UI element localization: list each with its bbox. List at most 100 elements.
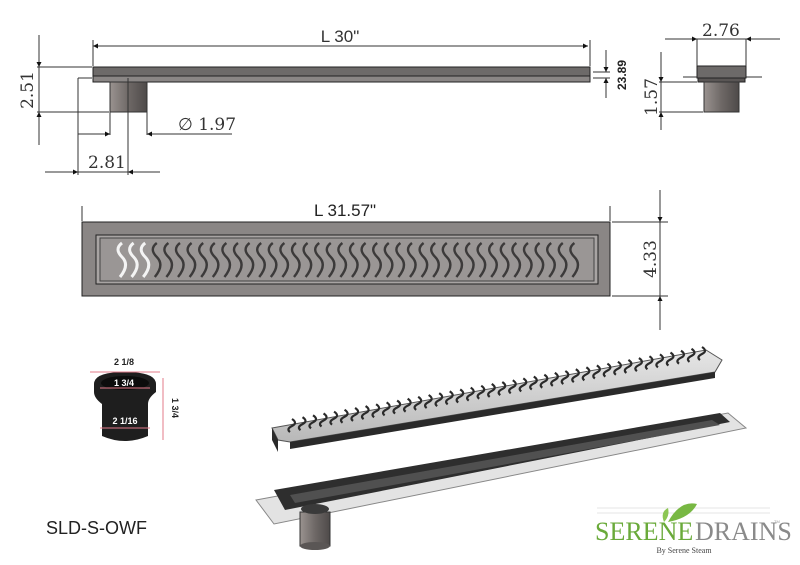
wave-slot [392,399,402,415]
side-view: 2.76 1.57 [642,21,780,130]
wave-slot [430,242,440,278]
grate-3d [271,346,723,452]
wave-slot [371,403,381,419]
wave-slot [686,347,696,363]
logo-text-gray: DRAINS [695,517,792,546]
wave-slot [497,381,507,396]
wave-slot [209,242,220,278]
wave-slot [329,410,339,426]
serene-drains-logo: SERENE DRAINS TM By Serene Steam [595,503,792,555]
plan-view: L 31.57" 4.33 [81,190,668,330]
wave-slot [256,242,266,278]
wave-slot [434,392,444,408]
wave-slot [676,349,686,365]
wave-slot [314,242,324,278]
pipe-height-dimension: 1.57 [642,78,662,116]
wave-slot [186,242,197,278]
wave-slot [381,401,391,417]
wave-slot [499,242,510,278]
wave-slot [550,371,559,387]
wave-slot [445,390,454,406]
wave-slot [560,370,570,385]
wave-slot [464,242,475,278]
wave-slot [339,408,349,424]
plate-thickness-dimension: 23.89 [615,60,629,90]
outlet-diameter-dimension: ∅ 1.97 [178,115,236,135]
wave-slot [139,241,151,278]
wave-slot [634,357,643,372]
wave-slot [413,395,423,411]
wave-slot [476,242,487,278]
wave-slot [406,242,417,278]
wave-slot [557,242,568,278]
wave-slot [529,375,538,391]
wave-slot [279,242,290,278]
wave-slot [644,355,654,371]
wave-slot [267,242,278,278]
channel-3d [255,412,748,550]
wave-slot [395,242,406,278]
wave-slot [383,242,394,278]
front-elevation-view: L 30" 2.51 ∅ 1.97 2.81 23.89 [18,27,629,175]
wave-slot [546,242,556,278]
wave-slot [151,242,162,278]
wave-slot [518,377,528,393]
grate-wave-slots [287,346,707,433]
wave-slot [423,394,433,409]
wave-slot [665,351,675,367]
logo-tagline: By Serene Steam [656,546,712,555]
wave-slot [360,242,371,278]
wave-slot [655,353,665,369]
model-number: SLD-S-OWF [46,518,147,538]
wave-slot [297,416,307,432]
wave-slot [508,379,517,395]
wave-slot [697,346,707,361]
wave-slot [571,368,580,384]
wave-slot [592,364,601,380]
wave-slot [402,397,412,413]
wave-slot [372,242,382,278]
wave-slot-pattern [116,241,580,278]
leaf-icon [668,503,697,522]
wave-slot [511,242,522,278]
trademark: TM [774,519,780,524]
wave-slot [487,383,496,398]
wave-slot [163,242,174,278]
wave-slot [318,412,328,428]
length-dimension: L 30" [321,27,360,46]
bushing-top-outer: 2 1/8 [114,357,134,367]
wave-slot [302,242,313,278]
wave-slot [488,242,498,278]
wave-slot [348,242,359,278]
wave-slot [455,388,465,404]
plan-length-dimension: L 31.57" [314,201,376,220]
wave-slot [539,373,549,389]
height-dimension: 2.51 [18,71,38,109]
wave-slot [290,242,301,278]
wave-slot [581,366,591,382]
wave-slot [308,414,318,430]
wave-slot [244,242,255,278]
wave-slot [232,242,243,278]
wave-slot [569,242,580,278]
plan-width-dimension: 4.33 [641,240,661,278]
bushing-bottom-outer: 2 1/16 [112,416,137,426]
leaf-icon [662,508,669,522]
wave-slot [221,242,232,278]
side-width-dimension: 2.76 [702,21,740,41]
wave-slot [476,384,486,400]
wave-slot [337,242,348,278]
wave-slot [198,242,208,278]
bushing-height: 1 3/4 [170,398,180,418]
wave-slot [453,242,464,278]
wave-slot [116,241,127,278]
wave-slot [602,362,612,378]
wave-slot [534,242,545,278]
outlet-offset-dimension: 2.81 [88,153,126,173]
wave-slot [418,242,429,278]
bushing-inner: 1 3/4 [114,378,134,388]
wave-slot [623,359,633,374]
wave-slot [360,405,370,420]
